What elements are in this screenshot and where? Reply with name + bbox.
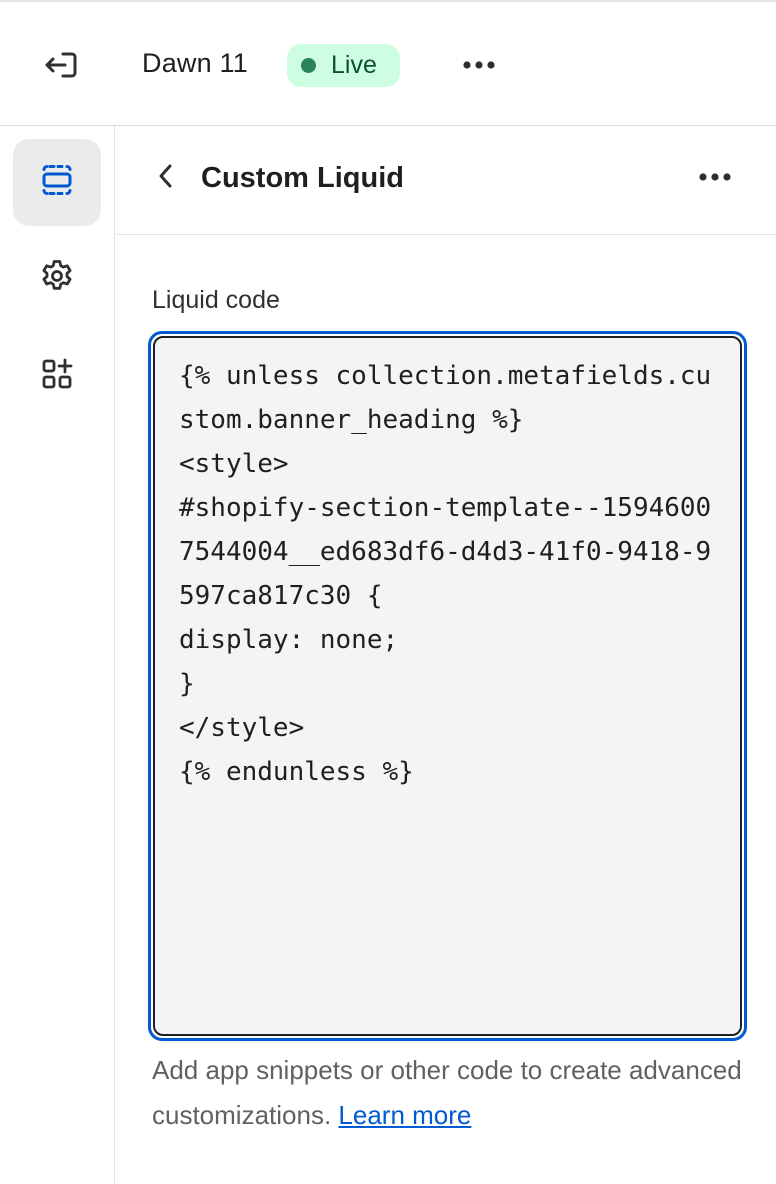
help-text: Add app snippets or other code to create… bbox=[152, 1048, 742, 1138]
status-dot bbox=[301, 58, 316, 73]
liquid-code-label: Liquid code bbox=[152, 286, 280, 314]
rail-item-apps[interactable] bbox=[13, 333, 101, 420]
more-horizontal-icon bbox=[697, 169, 733, 187]
exit-icon bbox=[41, 45, 81, 90]
exit-button[interactable] bbox=[38, 44, 84, 90]
more-horizontal-icon bbox=[461, 57, 497, 75]
section-actions-button[interactable] bbox=[692, 158, 738, 198]
status-badge: Live bbox=[287, 44, 400, 87]
theme-actions-button[interactable] bbox=[456, 46, 502, 86]
liquid-code-textarea[interactable]: {% unless collection.metafields.custom.b… bbox=[153, 336, 742, 1036]
gear-icon bbox=[39, 258, 75, 299]
status-label: Live bbox=[331, 51, 377, 79]
sections-icon bbox=[40, 163, 74, 202]
learn-more-link[interactable]: Learn more bbox=[338, 1100, 472, 1130]
section-settings-panel: Custom Liquid Liquid code {% unless coll… bbox=[116, 126, 776, 1184]
chevron-left-icon bbox=[156, 163, 176, 194]
panel-title: Custom Liquid bbox=[201, 162, 404, 194]
editor-topbar: Dawn 11 Live bbox=[0, 0, 776, 126]
rail-item-sections[interactable] bbox=[13, 139, 101, 226]
back-button[interactable] bbox=[146, 158, 186, 198]
left-rail bbox=[0, 126, 115, 1184]
help-text-body: Add app snippets or other code to create… bbox=[152, 1055, 742, 1130]
rail-item-settings[interactable] bbox=[13, 235, 101, 322]
theme-name[interactable]: Dawn 11 bbox=[142, 48, 248, 78]
panel-header: Custom Liquid bbox=[116, 126, 776, 235]
liquid-code-field[interactable]: {% unless collection.metafields.custom.b… bbox=[148, 331, 747, 1041]
apps-add-icon bbox=[40, 357, 74, 396]
